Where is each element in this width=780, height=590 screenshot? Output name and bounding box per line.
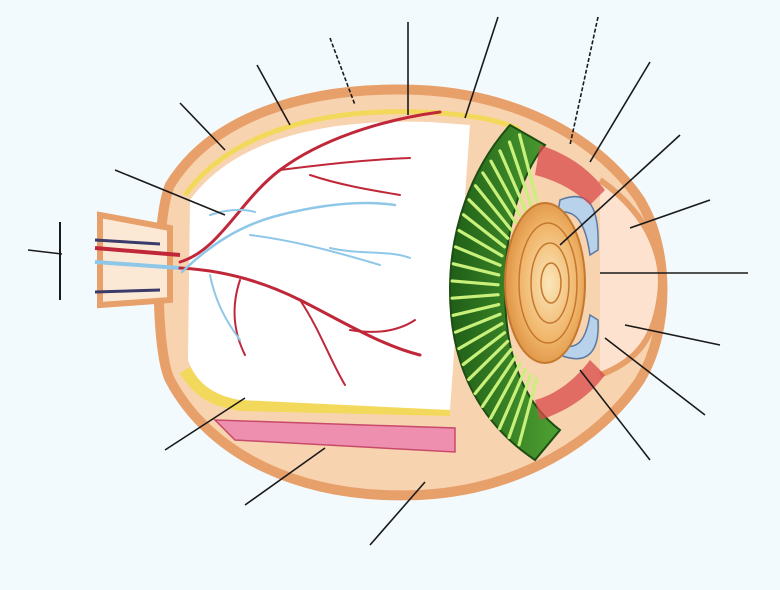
leader-line: [28, 250, 62, 254]
leader-line: [590, 62, 650, 162]
optic-nerve: [60, 215, 180, 305]
leader-line: [570, 17, 598, 145]
lens: [505, 203, 585, 363]
